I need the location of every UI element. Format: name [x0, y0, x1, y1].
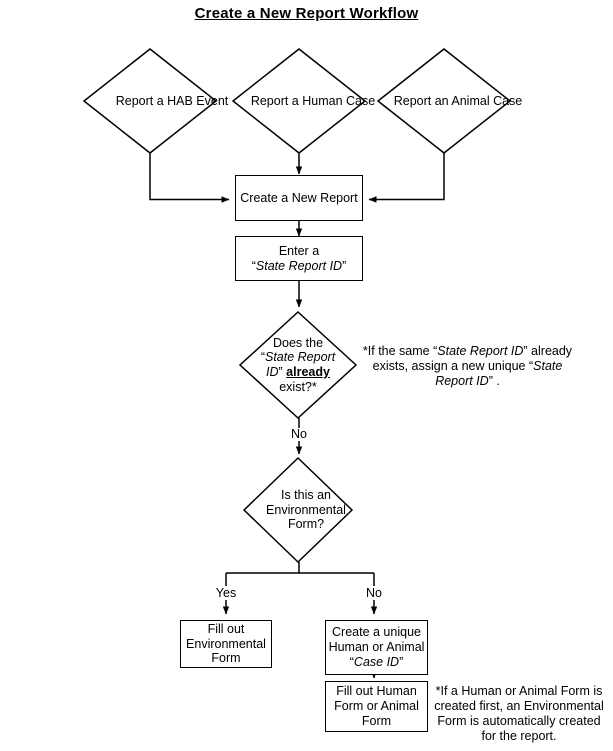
node-label: Create a unique Human or Animal “Case ID…: [328, 625, 425, 669]
node-fill-human-animal-form[interactable]: Fill out Human Form or Animal Form: [325, 681, 428, 732]
node-label: Enter a “State Report ID”: [251, 243, 347, 273]
node-label: Report an Animal Case: [393, 93, 523, 108]
node-report-animal-case[interactable]: Report an Animal Case: [378, 49, 523, 153]
node-label-line2: Human or Animal: [328, 640, 425, 655]
note-seg2: ” already exists, assign a new unique “: [372, 344, 573, 373]
note-italic2: State Report ID: [435, 359, 563, 388]
node-label: Fill out Environmental Form: [186, 621, 266, 666]
node-fill-environmental-form[interactable]: Fill out Environmental Form: [180, 620, 272, 668]
page-title: Create a New Report Workflow: [194, 5, 419, 22]
edge-label-no-environmental: No: [366, 586, 382, 600]
shape-diamond-id-exists: [238, 310, 358, 420]
shape-diamond-animal: [376, 48, 512, 154]
node-report-hab-event[interactable]: Report a HAB Event: [84, 49, 229, 153]
decision-line3: ID” already: [266, 365, 330, 379]
node-create-new-report[interactable]: Create a New Report: [235, 175, 363, 221]
node-label: Does the “State Report ID” already exist…: [240, 312, 356, 418]
node-label: Report a HAB Event: [115, 93, 229, 108]
node-report-human-case[interactable]: Report a Human Case: [233, 49, 375, 153]
edge-animal-to-create: [368, 153, 445, 203]
node-label: Create a New Report: [240, 190, 358, 205]
decision-line2: “State Report: [260, 350, 336, 365]
shape-diamond-hab: [82, 48, 218, 154]
decision-quoted-cont: ID: [266, 365, 279, 379]
node-label-quoted: State Report ID: [255, 258, 343, 273]
edge-hab-to-create: [149, 153, 230, 203]
node-label: Report a Human Case: [250, 93, 376, 108]
node-label-quoted: Case ID: [353, 654, 400, 669]
node-label-line1: Create a unique: [332, 625, 421, 640]
note-seg1: *If the same “: [362, 344, 438, 358]
node-label: Is this an Environmental Form?: [266, 487, 346, 532]
note-italic1: State Report ID: [437, 344, 524, 358]
note-state-report-id: *If the same “State Report ID” already e…: [355, 344, 580, 389]
note-environmental-auto: *If a Human or Animal Form is created fi…: [434, 684, 604, 743]
node-create-case-id[interactable]: Create a unique Human or Animal “Case ID…: [325, 620, 428, 675]
decision-emphasis: already: [286, 365, 330, 379]
node-enter-state-report-id[interactable]: Enter a “State Report ID”: [235, 236, 363, 281]
node-label: Fill out Human Form or Animal Form: [334, 684, 419, 728]
decision-quoted: State Report: [264, 350, 336, 365]
edge-label-yes-environmental: Yes: [215, 586, 237, 600]
decision-line1: Does the: [272, 335, 324, 350]
edge-label-no-id-exists: No: [291, 427, 307, 441]
shape-diamond-environmental: [242, 456, 354, 564]
node-does-state-report-id-exist[interactable]: Does the “State Report ID” already exist…: [240, 312, 356, 418]
shape-diamond-human: [231, 48, 367, 154]
decision-line4: exist?*: [279, 379, 317, 394]
node-label-line1: Enter a: [278, 243, 320, 258]
edge-environmental-split: [226, 562, 374, 574]
node-is-environmental-form[interactable]: Is this an Environmental Form?: [244, 458, 352, 562]
note-seg3: ” .: [488, 374, 500, 388]
